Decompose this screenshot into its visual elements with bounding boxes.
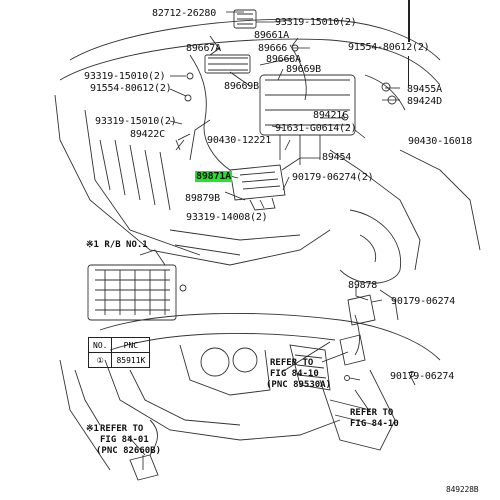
pnc-table: NO. PNC ① 85911K [87,337,151,368]
part-label: 89878 [348,280,378,291]
reference-note: FIG 84-10 [350,419,399,429]
part-label: 89666 [258,43,288,54]
part-label: 90179-06274 [391,296,456,307]
reference-note: REFER TO [100,424,144,434]
part-label: 93319-14008(2) [186,212,268,223]
part-label: 89667A [186,43,221,54]
part-label: 90179-06274(2) [292,172,374,183]
part-label: 89454 [322,152,352,163]
pnc-header-no: NO. [87,337,113,353]
part-label: 93319-15010(2) [95,116,177,127]
part-label: 90430-16018 [408,136,473,147]
relay-box-note: ※1 R/B NO.1 [86,240,148,250]
diagram-id: 849228B [446,485,479,494]
reference-note: (PNC 82660B) [96,446,162,456]
part-label: 89422C [130,129,165,140]
pnc-row-value: 85911K [111,352,151,368]
part-label: 93319-15010(2) [84,71,166,82]
reference-note: (PNC 89530A) [266,380,332,390]
pnc-header-pnc: PNC [111,337,151,353]
part-label-highlighted[interactable]: 89871A [195,171,232,182]
part-label: 89421C [313,110,348,121]
frame-line [408,56,409,86]
part-label: 90179-06274 [390,371,455,382]
reference-note: FIG 84-10 [270,369,319,379]
part-label: 89669B [224,81,259,92]
part-label: 91554-80612(2) [90,83,172,94]
part-label: 89455A [407,84,442,95]
part-label: 82712-26280 [152,8,217,19]
frame-line [408,0,410,42]
part-label: 89661A [254,30,289,41]
part-label: 91554-80612(2) [348,42,430,53]
reference-note: REFER TO [270,358,314,368]
reference-note: FIG 84-01 [100,435,149,445]
reference-note: REFER TO [350,408,394,418]
pnc-row-no: ① [87,352,113,368]
part-label: 89424D [407,96,442,107]
part-label: 89668A [266,54,301,65]
part-label: 93319-15010(2) [275,17,357,28]
footnote-marker: ※1 [86,424,99,434]
part-label: 90430-12221 [207,135,272,146]
part-label: 91631-G0614(2) [275,123,357,134]
part-label: 89669B [286,64,321,75]
part-label: 89879B [185,193,220,204]
